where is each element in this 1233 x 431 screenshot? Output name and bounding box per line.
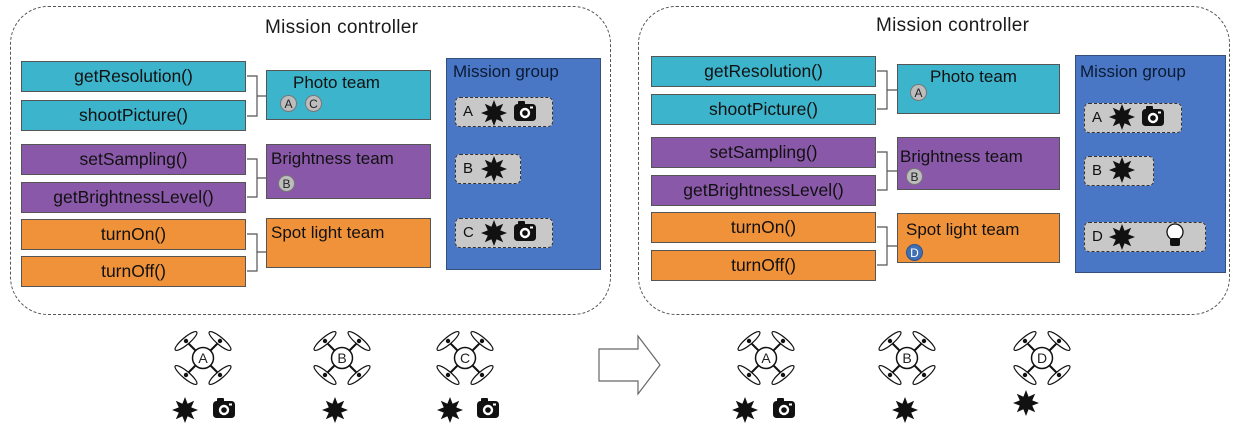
sun-icon (1109, 157, 1135, 183)
photo-team-name: Photo team (293, 73, 380, 92)
team-member-badge: B (278, 175, 295, 192)
mission-group-panel: Mission group A B D (1075, 55, 1226, 273)
spot-light-team: Spot light team D (897, 213, 1060, 263)
camera-icon (1142, 106, 1164, 126)
team-bracket (877, 70, 897, 110)
right-arrow-icon (598, 334, 661, 396)
camera-icon (514, 221, 536, 241)
mission-controller-title: Mission controller (876, 15, 1030, 36)
sun-icon (481, 156, 507, 182)
api-shootpicture: shootPicture() (21, 100, 246, 131)
drone-label: B (902, 350, 911, 366)
sun-icon (892, 397, 918, 423)
api-getbrightnesslevel: getBrightnessLevel() (651, 175, 876, 206)
drone-label: C (460, 350, 470, 366)
sun-icon (1109, 224, 1135, 250)
team-member-badge: D (906, 244, 923, 261)
team-bracket (247, 233, 266, 272)
mission-item-letter: A (463, 103, 474, 120)
api-getbrightnesslevel: getBrightnessLevel() (21, 182, 246, 213)
api-turnon: turnOn() (651, 212, 876, 243)
sun-icon (437, 397, 463, 423)
mission-item-letter: C (463, 224, 474, 241)
mission-group-title: Mission group (1080, 62, 1186, 81)
photo-team-name: Photo team (930, 67, 1017, 86)
photo-team: Photo team A (897, 64, 1060, 114)
drone-label: A (761, 350, 771, 366)
mission-item-d: D (1084, 222, 1206, 252)
spot-light-team: Spot light team (266, 218, 431, 268)
mission-item-letter: D (1092, 228, 1103, 245)
sun-icon (172, 397, 198, 423)
camera-icon (213, 398, 235, 418)
api-setsampling: setSampling() (651, 137, 876, 168)
photo-team: Photo team A C (266, 70, 431, 120)
team-bracket (247, 158, 266, 198)
camera-icon (514, 101, 536, 121)
sun-icon (732, 397, 758, 423)
spot-light-team-name: Spot light team (906, 220, 1020, 239)
mission-item-letter: A (1092, 109, 1103, 126)
mission-controller-title: Mission controller (265, 17, 419, 38)
mission-item-a: A (1084, 103, 1182, 133)
team-bracket (247, 75, 266, 117)
team-bracket (877, 226, 897, 266)
sun-icon (1109, 104, 1135, 130)
api-getresolution: getResolution() (651, 56, 876, 87)
team-member-badge: A (910, 84, 927, 101)
drone-label: B (337, 350, 346, 366)
api-turnon: turnOn() (21, 219, 246, 250)
mission-group-title: Mission group (453, 62, 559, 81)
mission-item-letter: B (463, 160, 474, 177)
team-bracket (877, 151, 897, 191)
team-member-badge: C (305, 95, 322, 112)
brightness-team: Brightness team B (266, 144, 431, 199)
api-getresolution: getResolution() (21, 61, 246, 92)
mission-controller-left (10, 6, 611, 315)
sun-icon (1013, 390, 1039, 416)
brightness-team-name: Brightness team (271, 149, 394, 168)
drone-label: D (1037, 350, 1047, 366)
sun-icon (322, 397, 348, 423)
sun-icon (481, 100, 507, 126)
api-turnoff: turnOff() (651, 250, 876, 281)
drone-label: A (198, 350, 208, 366)
spot-light-team-name: Spot light team (271, 223, 385, 242)
brightness-team-name: Brightness team (900, 147, 1023, 166)
camera-icon (477, 398, 499, 418)
team-member-badge: B (906, 168, 923, 185)
api-setsampling: setSampling() (21, 144, 246, 175)
brightness-team: Brightness team B (897, 137, 1060, 190)
api-shootpicture: shootPicture() (651, 94, 876, 125)
mission-item-b: B (1084, 156, 1154, 186)
camera-icon (773, 398, 795, 418)
sun-icon (481, 220, 507, 246)
spotlight-icon (1166, 223, 1184, 247)
api-turnoff: turnOff() (21, 256, 246, 287)
mission-controller-right (638, 6, 1230, 315)
team-member-badge: A (280, 95, 297, 112)
mission-item-letter: B (1092, 162, 1103, 179)
